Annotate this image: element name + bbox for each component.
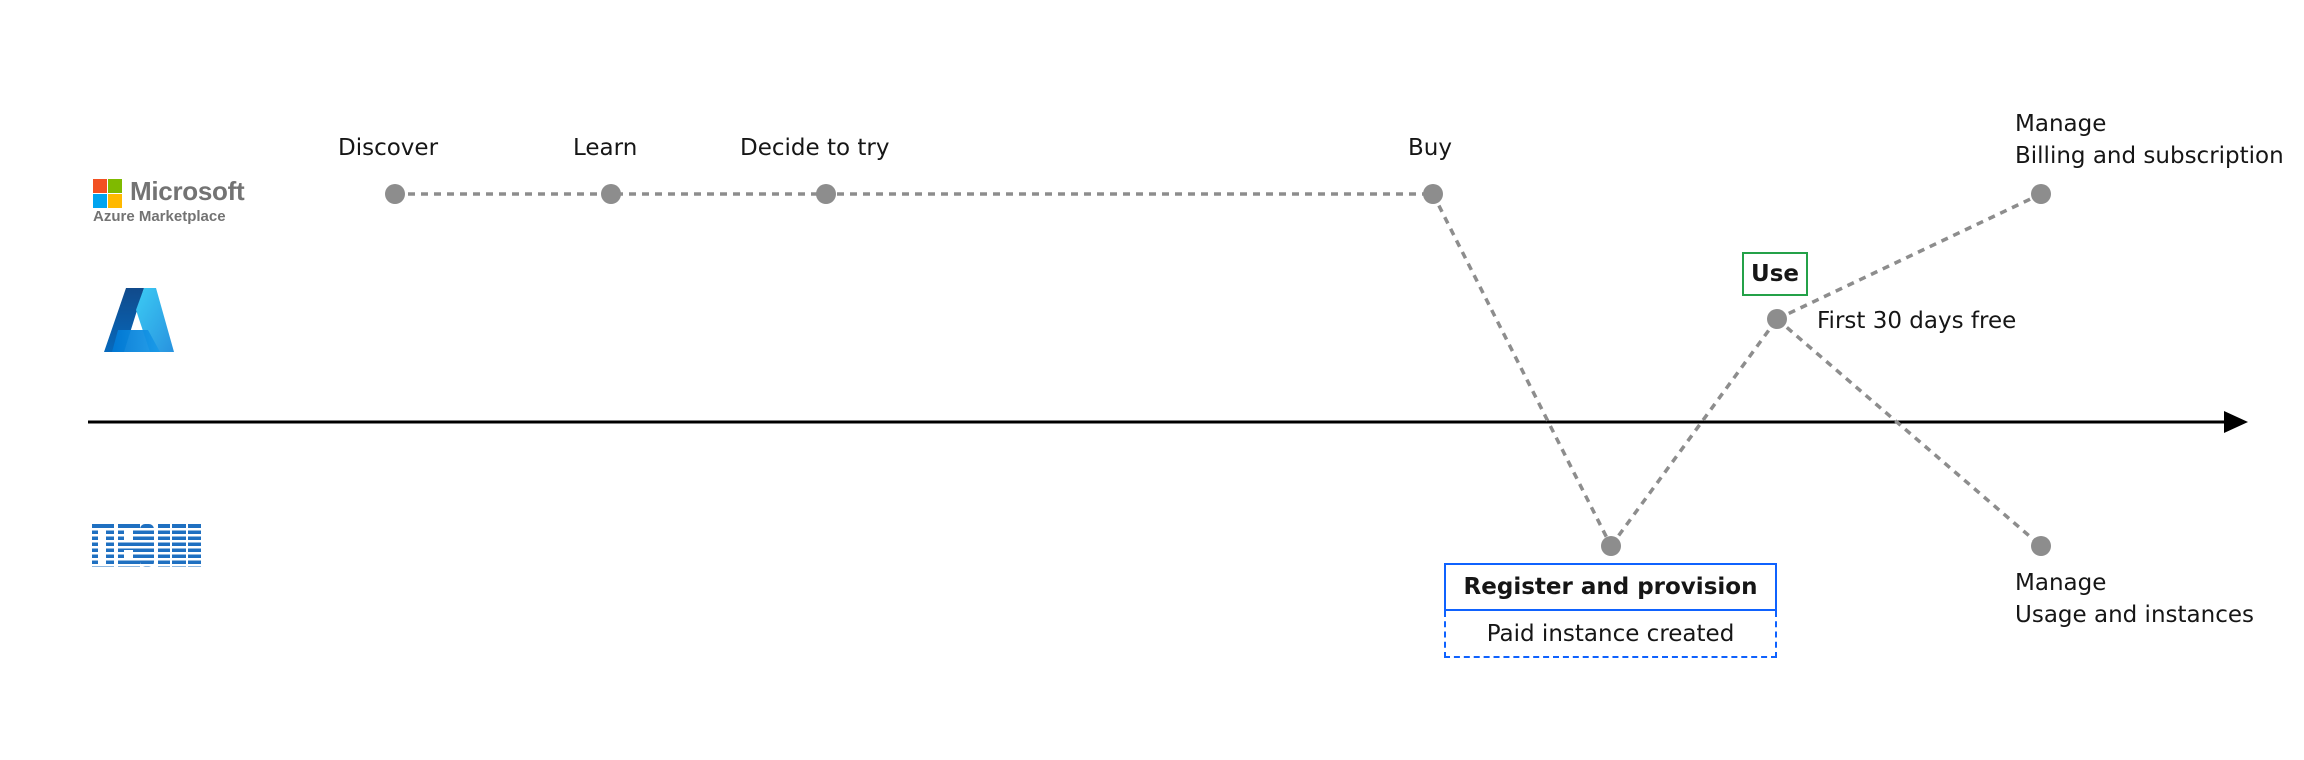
stage-label-manage-billing: Manage [2015, 111, 2107, 137]
timeline-axis [88, 411, 2248, 433]
stage-label-learn: Learn [573, 135, 638, 161]
use-note: First 30 days free [1817, 308, 2017, 334]
node-use [1767, 309, 1787, 329]
azure-marketplace-label: Azure Marketplace [93, 208, 226, 225]
stage-label-discover: Discover [338, 135, 439, 161]
node-manage-usage [2031, 536, 2051, 556]
register-provision-label: Register and provision [1463, 574, 1758, 600]
stage-label-manage-usage: Manage [2015, 570, 2107, 596]
register-provision-box: Register and provision [1444, 563, 1777, 611]
node-manage-billing [2031, 184, 2051, 204]
path-segment-use-billing [1776, 192, 2042, 321]
node-discover [385, 184, 405, 204]
node-register [1601, 536, 1621, 556]
stage-label-buy: Buy [1408, 135, 1452, 161]
journey-nodes [385, 184, 2051, 556]
path-segment-register-use [1609, 317, 1779, 548]
stage-label-usage-instances: Usage and instances [2015, 602, 2254, 628]
path-segment-use-usage [1775, 317, 2043, 548]
node-decide [816, 184, 836, 204]
ibm-logo-icon [90, 524, 205, 567]
azure-logo-icon [104, 288, 174, 352]
use-label: Use [1751, 261, 1799, 287]
stage-label-billing-subscription: Billing and subscription [2015, 143, 2284, 169]
paid-instance-label: Paid instance created [1486, 620, 1735, 647]
node-learn [601, 184, 621, 204]
microsoft-wordmark: Microsoft [130, 176, 245, 206]
microsoft-logo-icon [93, 179, 122, 208]
path-segment-buy-register [1431, 193, 1613, 547]
timeline-arrowhead [2224, 411, 2248, 433]
stage-label-decide: Decide to try [740, 135, 890, 161]
node-buy [1423, 184, 1443, 204]
paid-instance-box: Paid instance created [1444, 611, 1777, 658]
journey-path [395, 192, 2043, 548]
use-box: Use [1742, 252, 1808, 296]
